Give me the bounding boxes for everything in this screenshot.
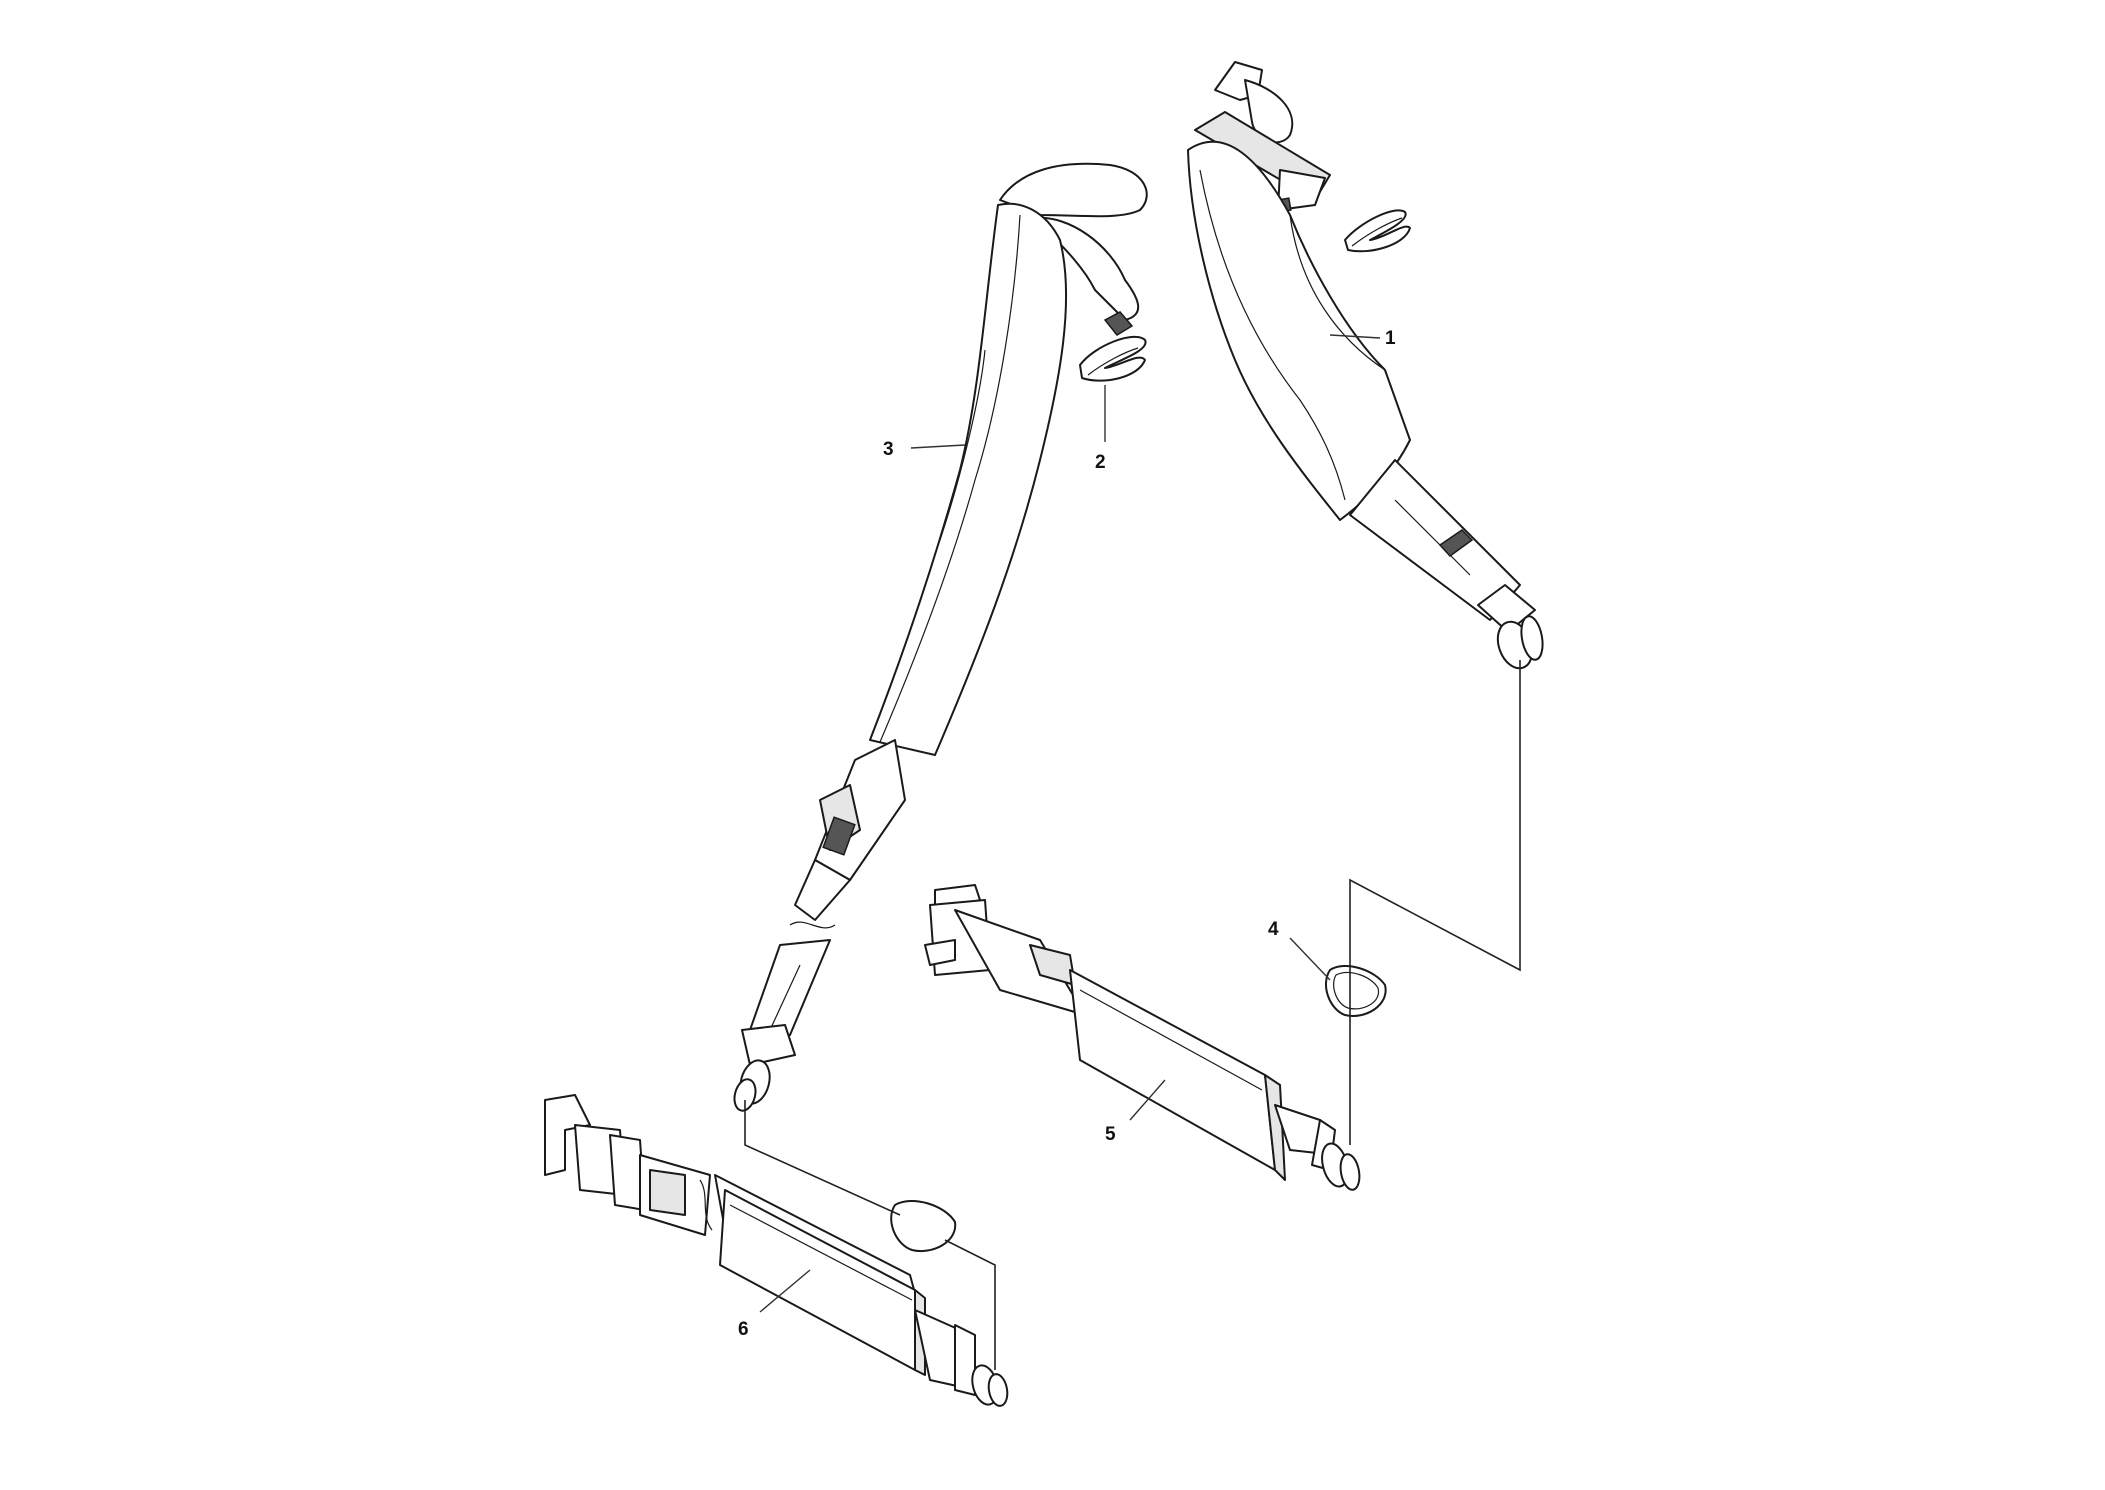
- part-5-right-hip-pad[interactable]: [924, 884, 1362, 1191]
- part-4-d-ring[interactable]: [1325, 965, 1387, 1017]
- callout-4: 4: [1268, 919, 1279, 940]
- callout-2: 2: [1095, 452, 1106, 473]
- part-1-right-shoulder-strap[interactable]: [1187, 61, 1546, 673]
- callout-labels: 1 2 3 4 5 6: [738, 328, 1396, 1340]
- assembly-lines: [744, 660, 1521, 1370]
- callout-6: 6: [738, 1319, 749, 1340]
- part-6-left-hip-pad[interactable]: [544, 1094, 1010, 1407]
- callout-leaders: [759, 334, 1381, 1313]
- callout-1: 1: [1385, 328, 1396, 349]
- callout-5: 5: [1105, 1124, 1116, 1145]
- part-3-left-shoulder-strap[interactable]: [731, 162, 1148, 1113]
- part-2-clip-lower[interactable]: [1079, 335, 1147, 382]
- callout-3: 3: [883, 439, 894, 460]
- part-2-clip-upper[interactable]: [1344, 209, 1411, 253]
